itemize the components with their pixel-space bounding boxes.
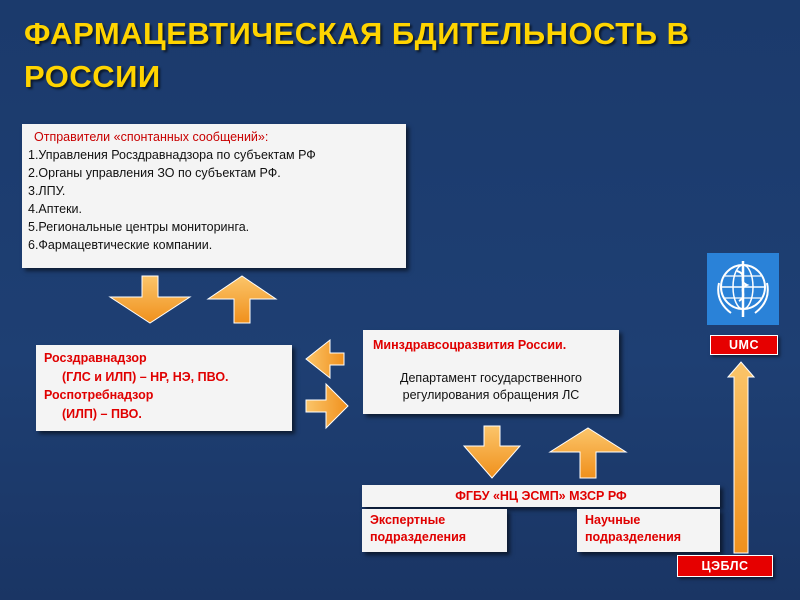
ministry-heading: Минздравсоцразвития России. [373, 338, 567, 352]
regulator-rospotrebnadzor: Роспотребнадзор [44, 388, 154, 402]
science-units-box: Научные подразделения [577, 509, 720, 552]
ministry-box: Минздравсоцразвития России. Департамент … [363, 330, 619, 414]
senders-item: 5.Региональные центры мониторинга. [28, 220, 250, 234]
senders-box: Отправители «спонтанных сообщений»: 1.Уп… [22, 124, 406, 268]
regulator-rospotrebnadzor-scope: (ИЛП) – ПВО. [62, 406, 142, 421]
umc-badge: UMC [710, 335, 778, 355]
science-units-label: Научные подразделения [585, 513, 682, 544]
arrow-down-senders [108, 275, 192, 324]
senders-item: 1.Управления Росздравнадзора по субъекта… [28, 148, 316, 162]
regulator-roszdravnadzor: Росздравнадзор [44, 351, 147, 365]
arrow-up-fgbu [548, 427, 628, 479]
ministry-department: Департамент государственного регулирован… [400, 371, 582, 402]
senders-item: 3.ЛПУ. [28, 184, 66, 198]
arrow-down-ministry [462, 425, 522, 479]
fgbu-heading: ФГБУ «НЦ ЭСМП» МЗСР РФ [455, 489, 627, 503]
expert-units-label: Экспертные подразделения [370, 513, 467, 544]
regulators-box: Росздравнадзор (ГЛС и ИЛП) – НР, НЭ, ПВО… [36, 345, 292, 431]
arrow-right-regulators [305, 382, 349, 430]
arrow-up-senders [206, 275, 278, 324]
senders-heading: Отправители «спонтанных сообщений»: [34, 130, 269, 144]
arrow-left-ministry [305, 338, 345, 380]
page-title: ФАРМАЦЕВТИЧЕСКАЯ БДИТЕЛЬНОСТЬ В РОССИИ [24, 16, 690, 94]
regulator-roszdravnadzor-scope: (ГЛС и ИЛП) – НР, НЭ, ПВО. [62, 369, 229, 384]
arrow-up-cebls [726, 361, 756, 554]
senders-item: 6.Фармацевтические компании. [28, 238, 213, 252]
fgbu-heading-box: ФГБУ «НЦ ЭСМП» МЗСР РФ [362, 485, 720, 507]
cebls-badge: ЦЭБЛС [677, 555, 773, 577]
who-emblem-icon [707, 253, 779, 325]
senders-item: 4.Аптеки. [28, 202, 82, 216]
senders-item: 2.Органы управления ЗО по субъектам РФ. [28, 166, 281, 180]
expert-units-box: Экспертные подразделения [362, 509, 507, 552]
